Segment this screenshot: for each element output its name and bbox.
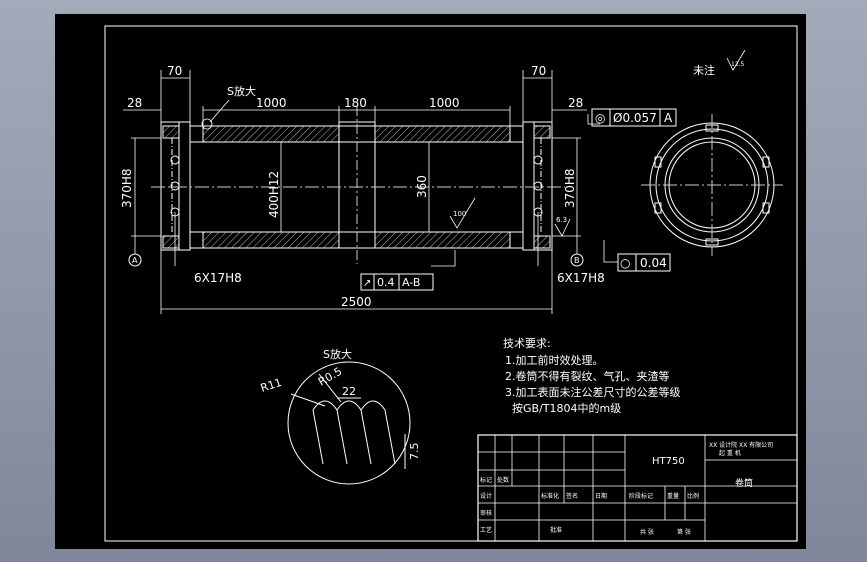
title-cell-review: 审核 (480, 509, 492, 517)
runout-symbol: ↗ (363, 278, 371, 289)
runout-value: 0.4 (377, 276, 395, 289)
detail-r11: R11 (259, 376, 284, 395)
tech-req-title: 技术要求: (503, 337, 551, 350)
detail-title: S放大 (323, 347, 352, 361)
roundness-frame: ○ 0.04 (617, 253, 671, 272)
dim-2500: 2500 (341, 295, 372, 309)
title-cell-approve: 批准 (550, 526, 562, 534)
dim-360: 360 (415, 175, 429, 198)
runout-datum: A-B (402, 276, 420, 289)
tech-req-item-3: 3.加工表面未注公差尺寸的公差等级 (505, 385, 681, 399)
drawing-sheet: 70 70 28 28 1000 180 1000 2500 370H8 370… (55, 14, 806, 549)
coaxiality-symbol: ◎ (595, 111, 605, 125)
dim-28-left: 28 (127, 96, 142, 110)
datum-b-marker (570, 253, 584, 267)
title-cell-mark: 标记 (480, 476, 492, 484)
roughness-general: 12.5 (731, 61, 745, 68)
title-company-1: XX 设计院 XX 有限公司 (709, 441, 773, 449)
title-cell-weight: 重量 (667, 492, 679, 500)
tech-req-item-4: 按GB/T1804中的m级 (505, 401, 621, 415)
roundness-symbol: ○ (620, 256, 630, 270)
detail-r05: R0.5 (316, 365, 344, 389)
dim-holes-left: 6X17H8 (194, 271, 242, 285)
dim-70-left: 70 (167, 64, 182, 78)
dim-70-right: 70 (531, 64, 546, 78)
detail-callout-label: S放大 (227, 84, 256, 98)
title-cell-stage: 阶段标记 (629, 492, 653, 500)
title-cell-scale: 比例 (687, 492, 699, 500)
dim-370-right: 370H8 (563, 168, 577, 208)
title-block (477, 434, 798, 542)
dim-400: 400H12 (267, 171, 281, 218)
title-cell-signature: 签名 (566, 492, 578, 500)
roundness-value: 0.04 (640, 256, 667, 270)
title-cell-sheets-total: 共 张 (640, 528, 654, 536)
title-cell-date: 日期 (595, 492, 607, 500)
title-cell-standard: 标准化 (541, 492, 559, 500)
roughness-100: 100 (453, 210, 466, 218)
drum-section-view (151, 106, 565, 264)
detail-22: 22 (342, 385, 356, 398)
datum-a-marker (128, 253, 142, 267)
title-cell-sheet-no: 第 张 (677, 528, 691, 536)
dim-370-left: 370H8 (120, 168, 134, 208)
dim-1000-right: 1000 (429, 96, 460, 110)
title-company-2: 起 重 机 (719, 449, 741, 457)
datum-b-label: B (574, 256, 580, 265)
tech-req-item-2: 2.卷筒不得有裂纹、气孔、夹渣等 (505, 369, 670, 383)
title-cell-count: 处数 (497, 476, 509, 484)
tech-req-item-1: 1.加工前时效处理。 (505, 353, 604, 367)
coaxiality-value: Ø0.057 (613, 111, 657, 125)
dim-28-right: 28 (568, 96, 583, 110)
runout-frame: ↗ 0.4 A-B (360, 273, 434, 291)
title-cell-process: 工艺 (480, 526, 492, 534)
dimension-lines (123, 49, 746, 314)
drawing-canvas: 70 70 28 28 1000 180 1000 2500 370H8 370… (104, 25, 798, 542)
unnoted-label: 未注 (693, 63, 715, 77)
coaxiality-frame: ◎ Ø0.057 A (591, 108, 677, 127)
dim-holes-right: 6X17H8 (557, 271, 605, 285)
coaxiality-datum: A (664, 111, 673, 125)
datum-a-label: A (132, 256, 138, 265)
title-cell-design: 设计 (480, 492, 492, 500)
dim-180: 180 (344, 96, 367, 110)
detail-view (287, 361, 411, 485)
dim-1000-left: 1000 (256, 96, 287, 110)
title-part-name: 卷筒 (735, 477, 753, 489)
drawing-border (104, 25, 798, 542)
detail-75: 7.5 (408, 443, 421, 461)
roughness-63: 6.3 (556, 216, 567, 224)
drum-end-view (641, 114, 783, 256)
title-material: HT750 (652, 456, 685, 467)
